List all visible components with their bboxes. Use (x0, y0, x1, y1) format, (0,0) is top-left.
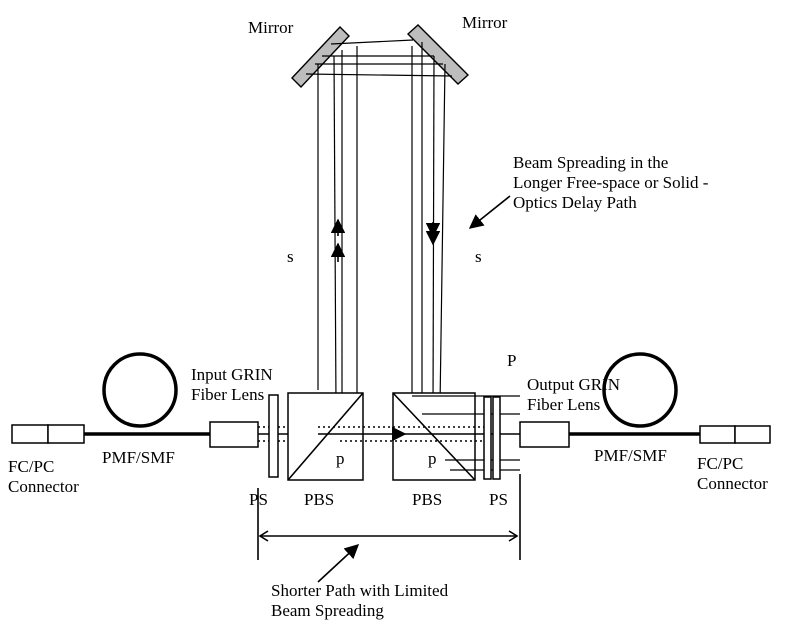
fc-pc-connector-left (11, 424, 85, 444)
beam-spreading-label-line2: Longer Free-space or Solid - (513, 173, 709, 192)
shorter-path-label-line2: Beam Spreading (271, 601, 384, 620)
fc-pc-connector-right (699, 425, 771, 444)
ps-right-label: PS (489, 490, 508, 509)
pmf-smf-right-label: PMF/SMF (594, 446, 667, 465)
phase-shifter-left (268, 394, 279, 478)
pmf-smf-left-label: PMF/SMF (102, 448, 175, 467)
p-polarization-left-label: p (336, 449, 345, 468)
output-grin-label-line2: Fiber Lens (527, 395, 600, 414)
pbs-left-label: PBS (304, 490, 334, 509)
fc-pc-right-label-line1: FC/PC (697, 454, 743, 473)
mirror-left (291, 25, 350, 89)
shorter-path-dimension (257, 474, 521, 583)
fiber-left (84, 352, 210, 436)
pbs-inner-beams (318, 395, 520, 471)
shorter-path-label-line1: Shorter Path with Limited (271, 581, 449, 600)
fc-pc-right-label-line2: Connector (697, 474, 768, 493)
s-polarization-left-label: s (287, 247, 294, 266)
fiber-right (569, 352, 700, 436)
phase-shifter-right (483, 396, 501, 480)
pbs-right-label: PBS (412, 490, 442, 509)
polarizing-beam-splitter-left (287, 392, 364, 481)
input-grin-label-line2: Fiber Lens (191, 385, 264, 404)
beam-spreading-label-line3: Optics Delay Path (513, 193, 637, 212)
beam-spreading-label-line1: Beam Spreading in the (513, 153, 668, 172)
mirror-to-mirror-beams (305, 39, 453, 77)
mirror-left-label: Mirror (248, 18, 294, 37)
output-grin-label-line1: Output GRIN (527, 375, 620, 394)
fc-pc-left-label-line2: Connector (8, 477, 79, 496)
polarizing-beam-splitter-right (392, 392, 476, 481)
mirror-right (406, 24, 470, 85)
p-polarization-top-label: P (507, 351, 516, 370)
beam-direction-arrows (330, 218, 441, 262)
mirror-right-label: Mirror (462, 13, 508, 32)
p-polarization-right-label: p (428, 449, 437, 468)
s-polarization-right-label: s (475, 247, 482, 266)
fc-pc-left-label-line1: FC/PC (8, 457, 54, 476)
output-grin-lens (519, 421, 570, 448)
delay-path-beams (317, 42, 446, 414)
beam-spreading-pointer-arrow (468, 195, 511, 229)
input-grin-lens (209, 421, 259, 448)
input-grin-label-line1: Input GRIN (191, 365, 273, 384)
